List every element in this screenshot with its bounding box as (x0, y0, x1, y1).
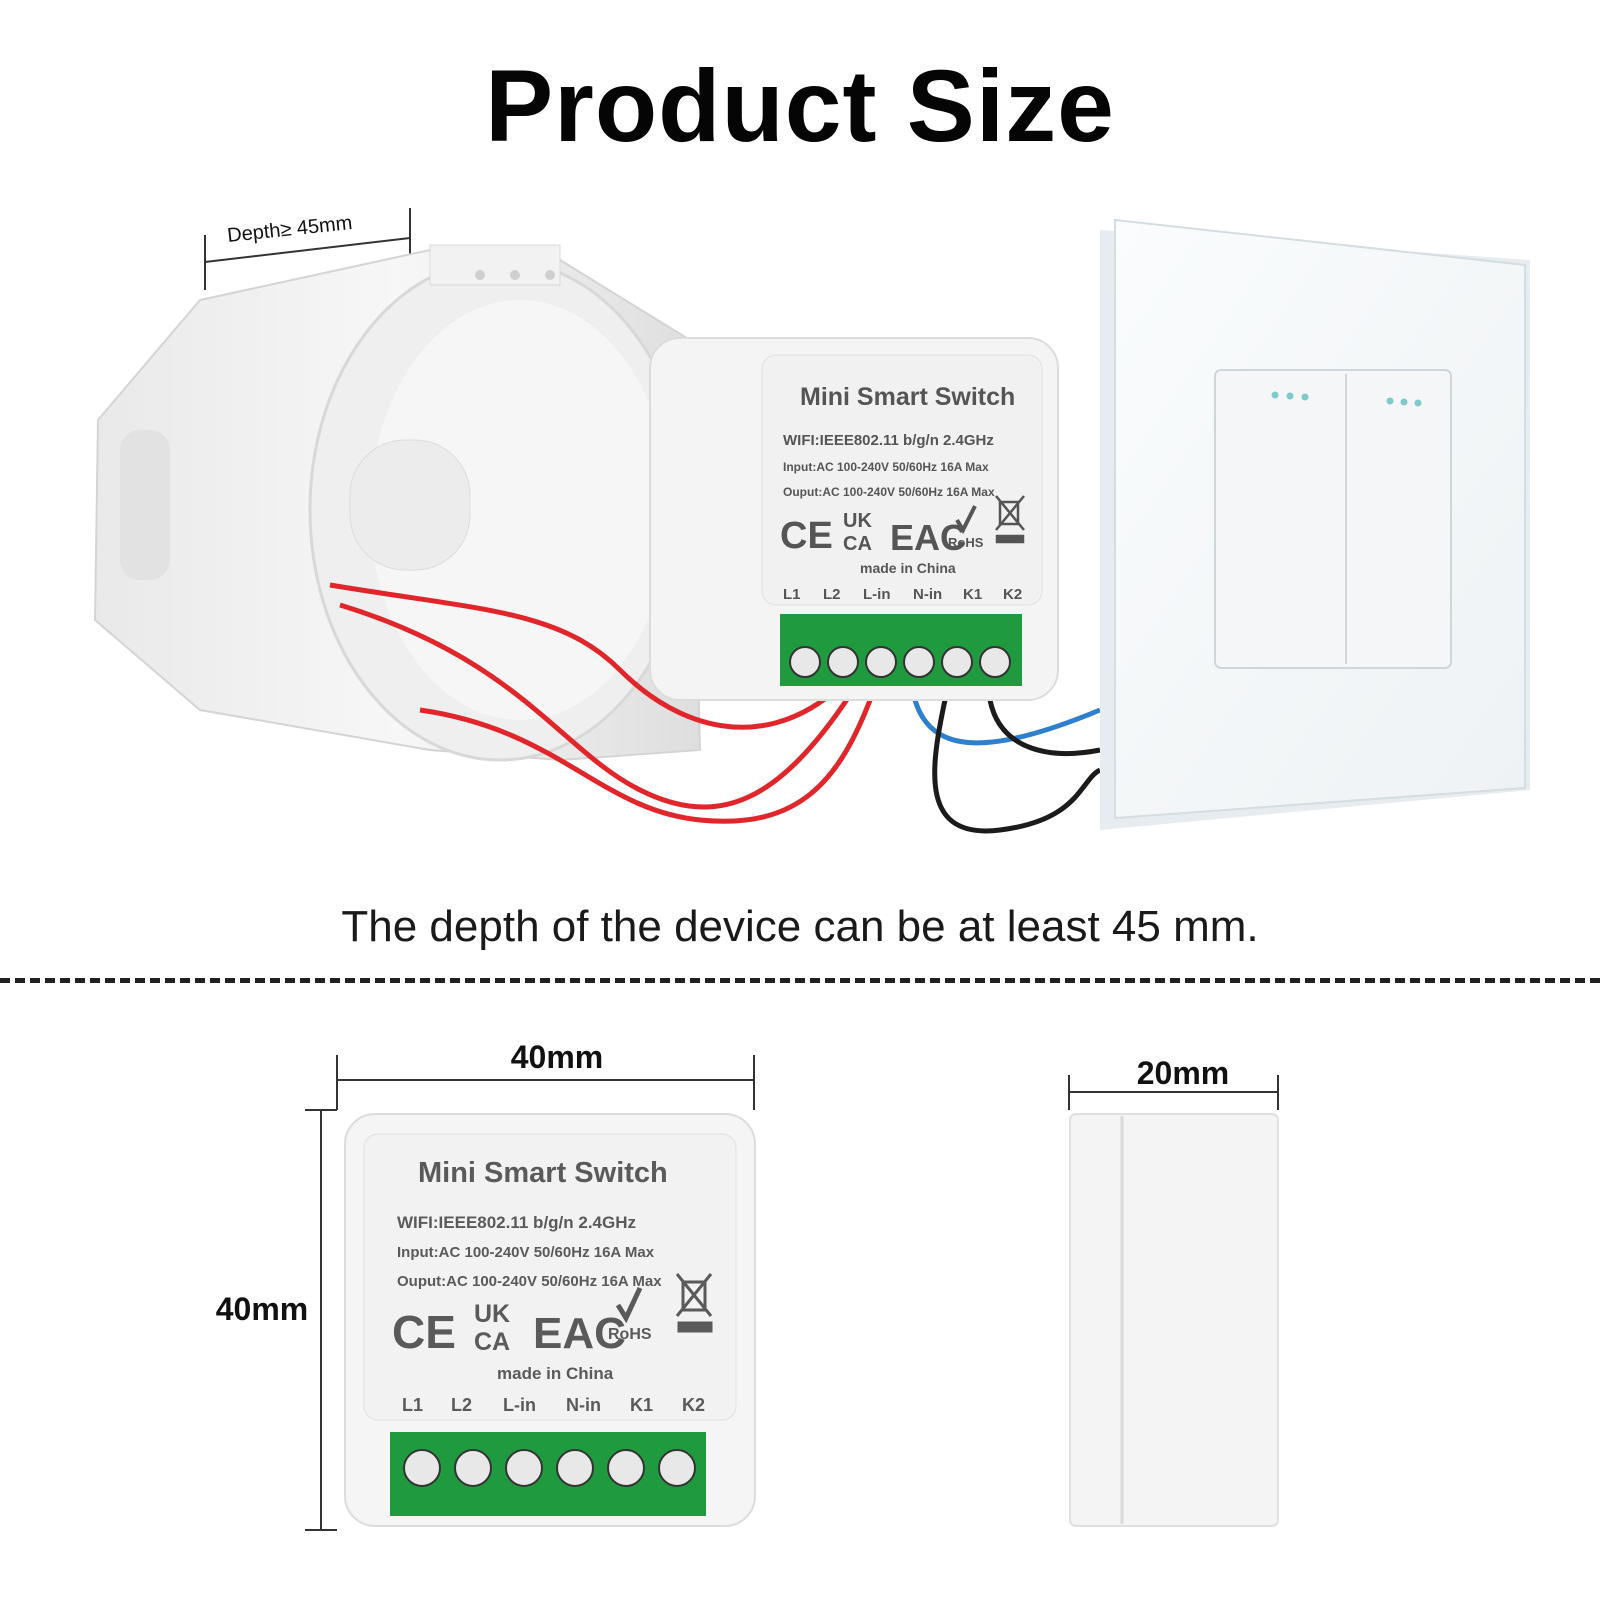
device-name: Mini Smart Switch (418, 1157, 668, 1189)
ce-mark: CE (392, 1306, 456, 1358)
smart-switch-side-view (1069, 1113, 1279, 1527)
depth-caption: The depth of the device can be at least … (341, 902, 1259, 951)
ukca-mark-ca: CA (843, 533, 872, 555)
device-output: Ouput:AC 100-240V 50/60Hz 16A Max (783, 485, 995, 499)
made-in-label: made in China (497, 1364, 614, 1383)
ukca-mark-uk: UK (474, 1300, 510, 1328)
terminal-label: L-in (503, 1395, 536, 1415)
width-dimension (336, 1055, 755, 1110)
terminal-label: L2 (451, 1395, 472, 1415)
eac-mark: EAC (890, 517, 966, 558)
eac-mark: EAC (533, 1309, 626, 1358)
side-depth-dimension (1068, 1075, 1279, 1110)
terminal-label: L1 (783, 586, 801, 603)
terminal-label: K2 (682, 1395, 705, 1415)
terminal-screws (403, 1449, 696, 1487)
rohs-mark: RoHS (948, 535, 984, 550)
device-wifi: WIFI:IEEE802.11 b/g/n 2.4GHz (397, 1213, 636, 1232)
depth-label: Depth≥ 45mm (226, 212, 353, 247)
ce-mark: CE (780, 515, 833, 557)
terminal-label: L1 (402, 1395, 423, 1415)
wall-switch-panel (1100, 218, 1530, 830)
rohs-check-icon (615, 1286, 643, 1324)
device-name: Mini Smart Switch (800, 383, 1015, 411)
terminal-screws (789, 646, 1011, 678)
wires (329, 582, 1102, 834)
device-input: Input:AC 100-240V 50/60Hz 16A Max (783, 460, 989, 474)
junction-box (93, 244, 702, 762)
terminal-label: L2 (823, 586, 841, 603)
terminal-label: N-in (913, 586, 942, 603)
page-title: Product Size (485, 49, 1115, 163)
terminal-label: K1 (963, 586, 982, 603)
weee-bin-icon (675, 1273, 713, 1333)
section-divider (0, 978, 1600, 983)
terminal-block (390, 1432, 706, 1516)
terminal-label: K1 (630, 1395, 653, 1415)
device-output: Ouput:AC 100-240V 50/60Hz 16A Max (397, 1273, 662, 1290)
rohs-mark: RoHS (608, 1326, 652, 1343)
height-dimension (305, 1109, 337, 1531)
dimension-views: 40mm 40mm Mini Smart Switch WIFI:IEEE802… (216, 1039, 1279, 1531)
terminal-label: K2 (1003, 586, 1022, 603)
made-in-label: made in China (860, 560, 956, 576)
weee-bin-icon (995, 495, 1025, 544)
smart-switch-front-view: Mini Smart Switch WIFI:IEEE802.11 b/g/n … (344, 1113, 756, 1527)
terminal-block (780, 614, 1022, 686)
device-input: Input:AC 100-240V 50/60Hz 16A Max (397, 1244, 655, 1261)
smart-switch-device-top: Mini Smart Switch WIFI:IEEE802.11 b/g/n … (649, 337, 1059, 701)
rohs-check-icon (955, 505, 977, 535)
ukca-mark-uk: UK (843, 510, 872, 532)
terminal-label: L-in (863, 586, 891, 603)
installation-illustration: Depth≥ 45mm Mini Smart Switch WIFI:IEEE8… (93, 208, 1530, 834)
depth-label: 20mm (1137, 1055, 1230, 1091)
ukca-mark-ca: CA (474, 1328, 510, 1356)
device-wifi: WIFI:IEEE802.11 b/g/n 2.4GHz (783, 432, 994, 449)
width-label: 40mm (511, 1039, 604, 1075)
terminal-label: N-in (566, 1395, 601, 1415)
height-label: 40mm (216, 1291, 309, 1327)
